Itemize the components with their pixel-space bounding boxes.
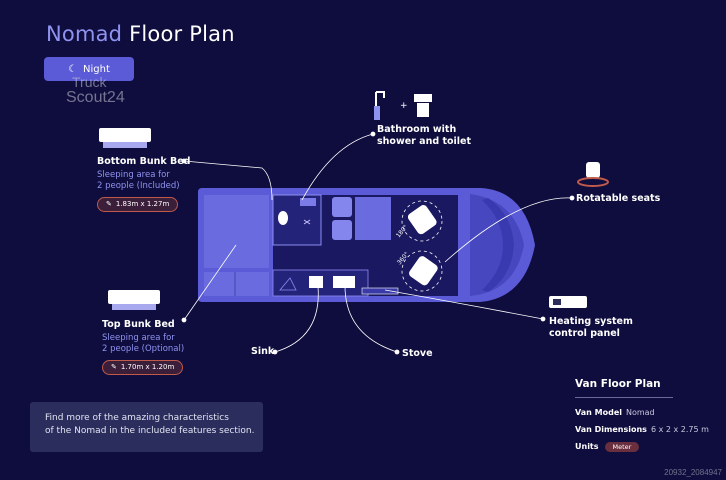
- spec-units-key: Units: [575, 442, 599, 451]
- bottom-bunk-sub2: 2 people (Included): [97, 180, 180, 191]
- bottom-bunk-label: Bottom Bunk Bed: [97, 156, 191, 167]
- top-bunk-dimension-pill: ✎ 1.70m x 1.20m: [102, 359, 184, 375]
- callout-bathroom-text: Bathroom with shower and toilet: [377, 124, 471, 148]
- info-line2: of the Nomad in the included features se…: [45, 426, 255, 436]
- stove-icon: [333, 276, 355, 288]
- bottom-bunk-dimension: 1.83m x 1.27m: [115, 200, 170, 208]
- heating-line1: Heating system: [549, 316, 633, 327]
- kitchen-counter: [272, 269, 399, 297]
- callout-top-bunk: [183, 244, 237, 321]
- bathroom-area: [272, 194, 322, 246]
- bottom-bunk-sub1: Sleeping area for: [97, 170, 170, 180]
- callout-lines: [181, 131, 575, 355]
- spec-divider: [575, 397, 673, 398]
- night-mode-toggle[interactable]: ☾ Night: [44, 57, 134, 81]
- page-title: Nomad Floor Plan: [46, 22, 235, 46]
- info-line1: Find more of the amazing characteristics: [45, 413, 229, 423]
- spec-model-value: Nomad: [625, 408, 655, 417]
- features-info-box: Find more of the amazing characteristics…: [30, 402, 263, 452]
- callout-heating: [384, 289, 544, 320]
- spec-model-key: Van Model: [575, 408, 622, 417]
- callout-bathroom: [301, 133, 374, 201]
- callout-bottom-bunk: [183, 160, 273, 201]
- spec-row-units: Units Meter: [575, 442, 640, 452]
- units-selector[interactable]: Meter: [604, 442, 640, 452]
- title-brand: Nomad: [46, 22, 123, 46]
- top-bunk-sub2: 2 people (Optional): [102, 343, 185, 354]
- top-bunk-bed-icon: [108, 290, 160, 310]
- rotatable-seat-icons: [401, 200, 443, 292]
- ruler-icon: ✎: [106, 200, 112, 208]
- spec-title: Van Floor Plan: [575, 378, 661, 390]
- watermark-line2: Scout24: [66, 89, 125, 106]
- image-code: 20932_2084947: [664, 468, 722, 477]
- sink-icon: [309, 276, 323, 288]
- callout-sink: [274, 285, 319, 353]
- callout-sink-text: Sink: [251, 346, 275, 357]
- bottom-bunk-bed-icon: [99, 128, 151, 148]
- callout-top-bunk-text: Top Bunk Bed Sleeping area for 2 people …: [102, 319, 184, 375]
- bathroom-line2: shower and toilet: [377, 136, 472, 147]
- callout-heating-text: Heating system control panel: [549, 316, 633, 340]
- bathroom-line1: Bathroom with: [377, 124, 457, 135]
- svg-text:+: +: [400, 101, 408, 111]
- bunk-bed-area: [204, 195, 269, 296]
- callout-seats: [444, 197, 573, 263]
- seat-icon: [577, 162, 609, 187]
- shower-toilet-icon: +: [374, 91, 432, 120]
- spec-dims-value: 6 x 2 x 2.75 m: [650, 425, 709, 434]
- top-bunk-label: Top Bunk Bed: [102, 319, 175, 330]
- callout-stove-text: Stove: [402, 348, 433, 359]
- spec-dims-key: Van Dimensions: [575, 425, 647, 434]
- callout-seats-text: Rotatable seats: [576, 193, 661, 204]
- ruler-icon: ✎: [111, 363, 117, 371]
- callout-bottom-bunk-text: Bottom Bunk Bed Sleeping area for 2 peop…: [97, 156, 190, 212]
- top-bunk-dimension: 1.70m x 1.20m: [120, 363, 175, 371]
- heating-panel-icon: [549, 296, 587, 308]
- heating-line2: control panel: [549, 328, 620, 339]
- moon-icon: ☾: [68, 63, 78, 75]
- bench-seats: [332, 197, 391, 240]
- title-rest: Floor Plan: [129, 22, 235, 46]
- watermark-line1: Truck: [72, 74, 107, 90]
- callout-stove: [344, 285, 398, 353]
- top-bunk-sub1: Sleeping area for: [102, 333, 175, 343]
- bottom-bunk-dimension-pill: ✎ 1.83m x 1.27m: [97, 196, 179, 212]
- watermark-logo: Truck Scout24: [66, 74, 125, 106]
- toggle-label: Night: [83, 63, 110, 75]
